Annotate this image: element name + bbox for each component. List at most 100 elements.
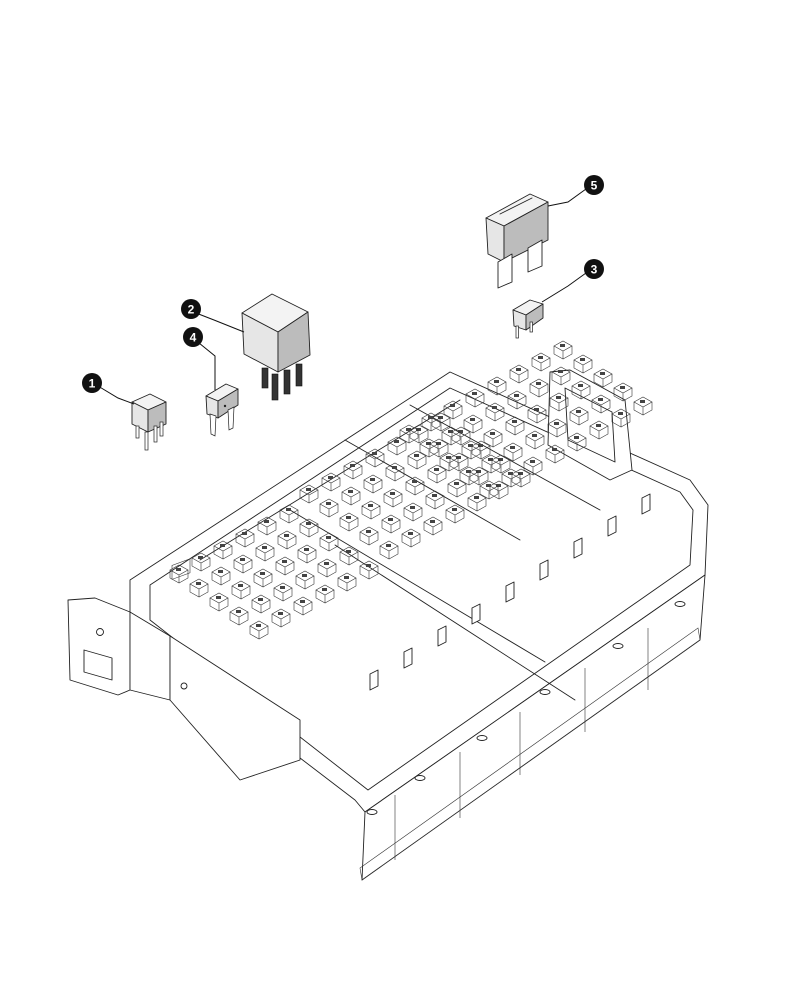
retaining-clip (369, 669, 379, 691)
socket-terminal (328, 476, 333, 479)
socket (431, 412, 451, 432)
socket-terminal (508, 472, 513, 475)
socket (387, 436, 407, 456)
socket-terminal (300, 600, 305, 603)
socket-terminal (434, 468, 439, 471)
socket-terminal (552, 448, 557, 451)
socket (591, 394, 611, 414)
socket (233, 554, 253, 574)
socket-terminal (344, 576, 349, 579)
socket (405, 476, 425, 496)
side-wall-slots (366, 601, 686, 860)
socket (523, 456, 543, 476)
socket-terminal (372, 452, 377, 455)
socket-terminal (492, 406, 497, 409)
socket (299, 484, 319, 504)
socket-terminal (220, 544, 225, 547)
socket (231, 580, 251, 600)
socket (279, 504, 299, 524)
socket-terminal (468, 444, 473, 447)
micro-relay-part-1 (131, 393, 167, 451)
socket (491, 454, 511, 474)
socket (487, 376, 507, 396)
socket (299, 518, 319, 538)
socket-terminal (242, 532, 247, 535)
retaining-clip (641, 493, 651, 515)
socket-terminal (346, 516, 351, 519)
socket-terminal (280, 586, 285, 589)
socket (441, 426, 461, 446)
socket (551, 366, 571, 386)
socket (251, 594, 271, 614)
socket-terminal (412, 480, 417, 483)
socket (451, 426, 471, 446)
socket (211, 566, 231, 586)
socket-terminal (514, 394, 519, 397)
socket-terminal (490, 432, 495, 435)
socket (337, 572, 357, 592)
socket (275, 556, 295, 576)
socket-terminal (238, 584, 243, 587)
retaining-clip (573, 537, 583, 559)
socket-terminal (256, 624, 261, 627)
callout-4: 4 (183, 327, 203, 347)
socket (547, 418, 567, 438)
socket (567, 432, 587, 452)
socket-terminal (596, 424, 601, 427)
socket (257, 516, 277, 536)
socket (459, 466, 479, 486)
socket (341, 486, 361, 506)
socket (319, 532, 339, 552)
socket-terminal (446, 456, 451, 459)
socket-terminal (470, 418, 475, 421)
socket (381, 514, 401, 534)
socket (277, 530, 297, 550)
retaining-clip (539, 559, 549, 581)
socket-terminal (478, 444, 483, 447)
socket-terminal (176, 568, 181, 571)
socket (569, 406, 589, 426)
socket-terminal (554, 422, 559, 425)
retaining-clip (403, 647, 413, 669)
socket (611, 408, 631, 428)
socket (399, 424, 419, 444)
socket-terminal (466, 470, 471, 473)
mini-fuse-part-3 (512, 299, 544, 339)
socket-terminal (260, 572, 265, 575)
socket (593, 368, 613, 388)
socket (229, 606, 249, 626)
socket (409, 424, 429, 444)
socket (465, 388, 485, 408)
socket-terminal (436, 442, 441, 445)
socket-terminal (430, 520, 435, 523)
socket-terminal (556, 396, 561, 399)
socket (273, 582, 293, 602)
socket (447, 478, 467, 498)
socket (573, 354, 593, 374)
callout-2: 2 (181, 299, 201, 319)
socket (571, 380, 591, 400)
socket-terminal (302, 574, 307, 577)
socket-terminal (366, 530, 371, 533)
socket-terminal (538, 356, 543, 359)
socket (169, 564, 189, 584)
socket-terminal (574, 436, 579, 439)
socket-terminal (388, 518, 393, 521)
socket-terminal (324, 562, 329, 565)
socket (461, 440, 481, 460)
socket (525, 430, 545, 450)
socket-grid (169, 340, 653, 691)
retaining-clip (471, 603, 481, 625)
socket (295, 570, 315, 590)
socket (253, 568, 273, 588)
socket (249, 620, 269, 640)
svg-text:1: 1 (89, 377, 96, 391)
socket (511, 468, 531, 488)
socket-terminal (346, 550, 351, 553)
svg-text:5: 5 (591, 179, 598, 193)
socket-terminal (306, 522, 311, 525)
socket-terminal (578, 384, 583, 387)
socket-terminal (496, 484, 501, 487)
socket (633, 396, 653, 416)
